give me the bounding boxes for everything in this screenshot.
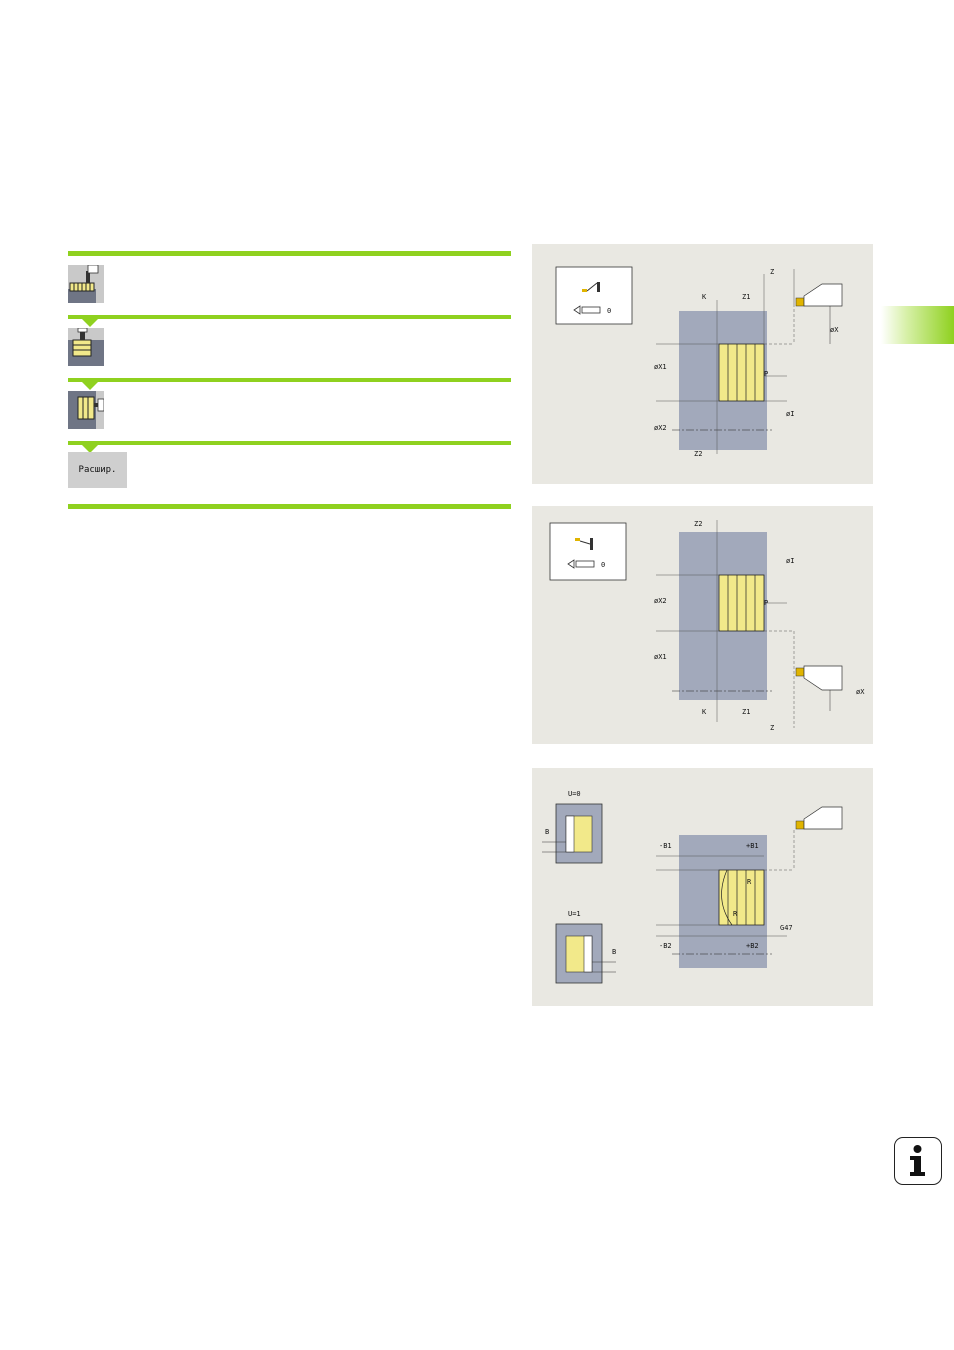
label-z: Z — [770, 268, 774, 276]
label-z2: Z2 — [694, 520, 702, 528]
figure-1: 0 Z K Z1 øX øX1 P øI øX2 Z2 — [532, 244, 873, 484]
label-b: B — [612, 948, 616, 956]
label-x2: øX2 — [654, 597, 667, 605]
extended-button[interactable]: Расшир. — [68, 452, 127, 488]
label-p: P — [764, 599, 768, 607]
menu-row-4[interactable]: Расшир. — [68, 445, 511, 504]
label-i: øI — [786, 557, 794, 565]
menu-divider — [68, 378, 511, 390]
figure-3: U=0 B U=1 B -B1 +B1 R R G47 — [532, 768, 873, 1006]
label-minus-b2: -B2 — [659, 942, 672, 950]
label-plus-b2: +B2 — [746, 942, 759, 950]
menu-divider — [68, 441, 511, 453]
radial-grooving-icon[interactable] — [68, 328, 104, 366]
axial-grooving-icon[interactable] — [68, 391, 104, 429]
label-k: K — [702, 293, 707, 301]
menu-divider — [68, 315, 511, 327]
label-r-bottom: R — [733, 910, 738, 918]
chapter-tab — [881, 306, 954, 344]
label-z1: Z1 — [742, 293, 750, 301]
inset-value: 0 — [607, 307, 611, 315]
menu-row-3[interactable] — [68, 382, 511, 441]
menu-row-2[interactable] — [68, 319, 511, 378]
menu-divider — [68, 504, 511, 509]
label-plus-b1: +B1 — [746, 842, 759, 850]
menu-divider — [68, 251, 511, 256]
label-x1: øX1 — [654, 363, 667, 371]
cycle-menu: Расшир. — [68, 251, 511, 509]
label-b: B — [545, 828, 549, 836]
label-x: øX — [830, 326, 839, 334]
label-z2: Z2 — [694, 450, 702, 458]
menu-row-1[interactable] — [68, 256, 511, 315]
inset-value: 0 — [601, 561, 605, 569]
label-g47: G47 — [780, 924, 793, 932]
label-z1: Z1 — [742, 708, 750, 716]
info-icon — [894, 1137, 942, 1185]
label-z: Z — [770, 724, 774, 732]
label-minus-b1: -B1 — [659, 842, 672, 850]
label-u1: U=1 — [568, 910, 581, 918]
contour-grooving-icon[interactable] — [68, 265, 104, 303]
label-r-top: R — [747, 878, 752, 886]
label-x2: øX2 — [654, 424, 667, 432]
label-k: K — [702, 708, 707, 716]
figure-2: 0 Z2 øI øX2 P øX1 øX K Z1 Z — [532, 506, 873, 744]
label-i: øI — [786, 410, 794, 418]
label-u0: U=0 — [568, 790, 581, 798]
label-x1: øX1 — [654, 653, 667, 661]
label-x: øX — [856, 688, 865, 696]
label-p: P — [764, 370, 768, 378]
